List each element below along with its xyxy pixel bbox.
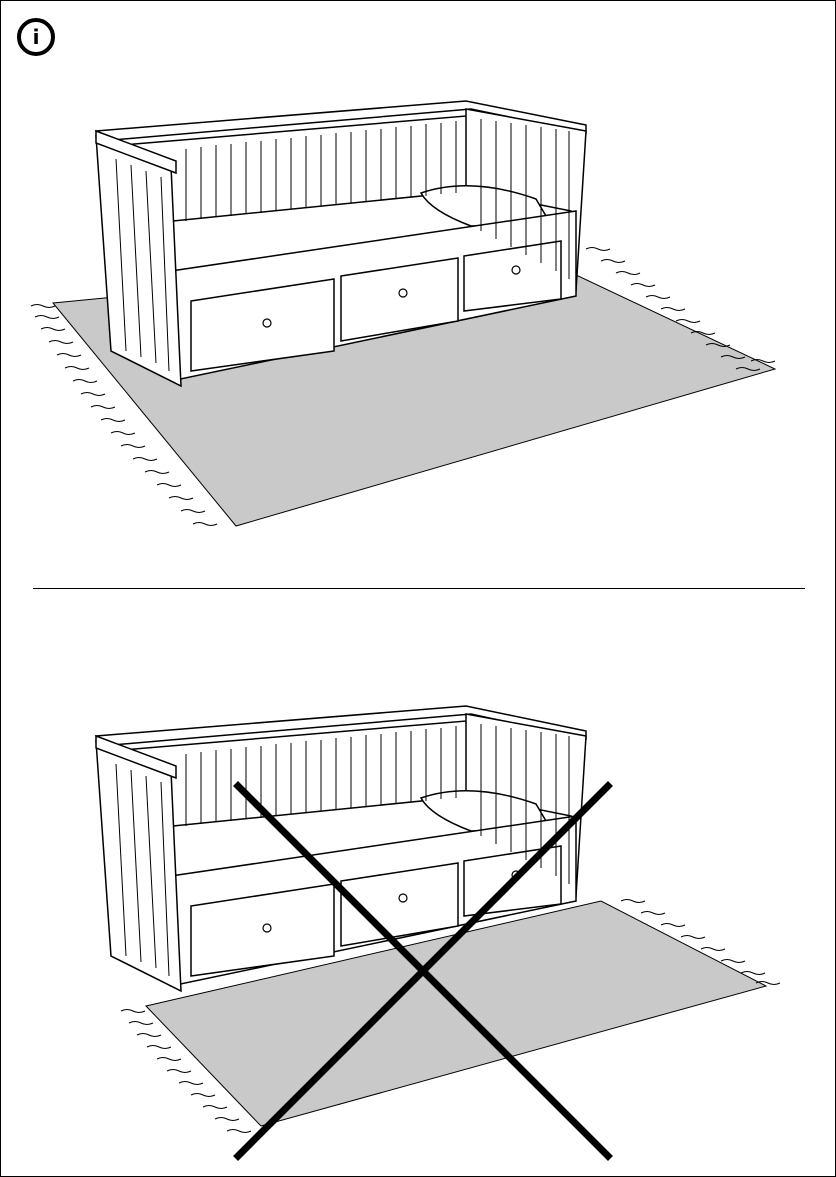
panel-incorrect [1, 661, 835, 1176]
panel-correct [1, 61, 835, 561]
section-divider [33, 588, 805, 589]
info-symbol: i [33, 27, 40, 47]
info-icon: i [17, 18, 55, 56]
daybed-small-rug-illustration [1, 661, 835, 1176]
daybed-large-rug-illustration [1, 61, 835, 561]
